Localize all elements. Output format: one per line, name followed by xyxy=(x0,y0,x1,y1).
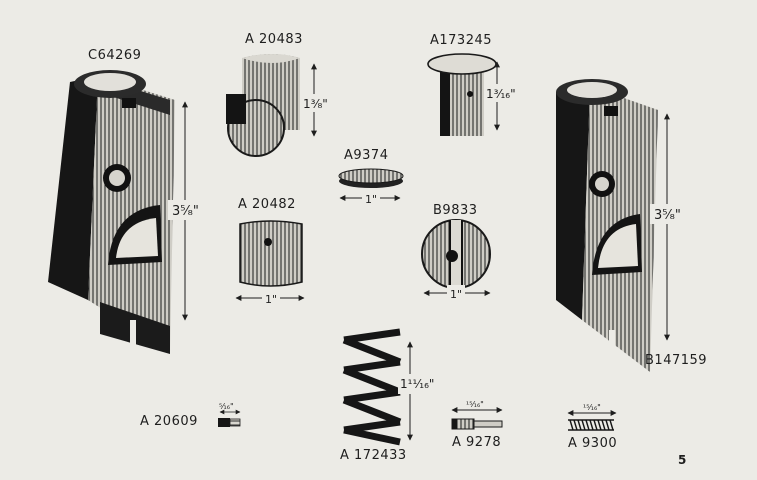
part-b147159-drawing xyxy=(556,79,658,372)
dimension-a9374-width: 1" xyxy=(362,190,380,206)
page-number: 5 xyxy=(678,453,687,467)
dimension-c64269-text: 3⁵⁄₈" xyxy=(172,204,199,219)
part-a9374-drawing xyxy=(338,168,404,188)
label-a20483: A 20483 xyxy=(245,32,303,47)
part-b9833-drawing xyxy=(421,219,491,289)
dimension-a173245-text: 1³⁄₁₆" xyxy=(486,87,516,101)
label-c64269: C64269 xyxy=(88,48,142,63)
label-a20609: A 20609 xyxy=(140,414,198,429)
dimension-b147159-height: 3⁵⁄₈" xyxy=(650,204,684,224)
label-a173245: A173245 xyxy=(430,33,493,48)
label-b147159: B147159 xyxy=(645,353,708,368)
label-a172433: A 172433 xyxy=(340,448,407,463)
label-a9278: A 9278 xyxy=(452,435,502,450)
dimension-a172433-height: 1¹¹⁄₁₆" xyxy=(398,374,438,394)
dimension-a9278-text: ¹⁵⁄₁₆" xyxy=(466,400,484,409)
part-a9278-drawing xyxy=(451,418,503,430)
dimension-a20609-text: ⁵⁄₁₆" xyxy=(219,402,234,411)
label-a9374: A9374 xyxy=(344,148,389,163)
part-a173245-drawing xyxy=(427,53,497,136)
dimension-b9833-text: 1" xyxy=(450,288,462,301)
part-a20482-drawing xyxy=(239,220,303,287)
dimension-b147159-text: 3⁵⁄₈" xyxy=(654,208,681,223)
dimension-a20483-text: 1³⁄₈" xyxy=(303,97,328,111)
dimension-a20482-width: 1" xyxy=(262,290,280,306)
dimension-c64269-height: 3⁵⁄₈" xyxy=(168,200,202,220)
dimension-a173245-height: 1³⁄₁₆" xyxy=(484,84,518,102)
part-a20609-drawing xyxy=(218,418,241,427)
part-a20483-drawing xyxy=(226,54,300,157)
part-a9300-drawing xyxy=(568,419,614,431)
dimension-a20483-height: 1³⁄₈" xyxy=(302,94,330,112)
dimension-a9374-text: 1" xyxy=(365,193,377,206)
label-a20482: A 20482 xyxy=(238,197,296,212)
dimension-a20482-text: 1" xyxy=(265,293,277,306)
part-a172433-drawing xyxy=(342,328,402,446)
dimension-a9300-text: ¹⁵⁄₁₆" xyxy=(583,403,601,412)
dimension-b9833-width: 1" xyxy=(447,285,465,301)
label-a9300: A 9300 xyxy=(568,436,618,451)
label-b9833: B9833 xyxy=(433,203,478,218)
dimension-a172433-text: 1¹¹⁄₁₆" xyxy=(400,377,434,391)
part-c64269-drawing xyxy=(48,70,175,354)
